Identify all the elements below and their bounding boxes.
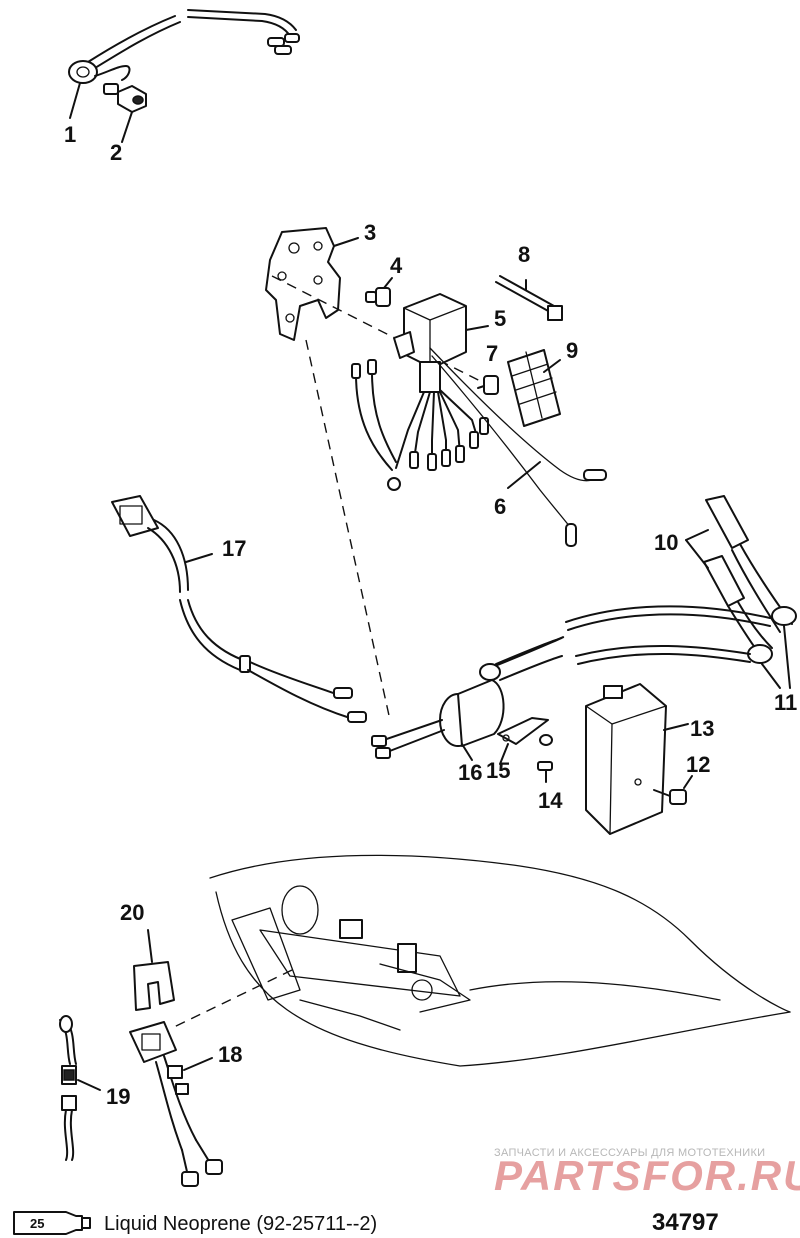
legend-tube-number: 25 <box>30 1216 44 1231</box>
callout-14: 14 <box>538 788 563 813</box>
coil-leads <box>489 605 771 681</box>
cover-part-13 <box>585 683 689 835</box>
mounting-bracket-part-3 <box>265 227 359 341</box>
figure-id: 34797 <box>652 1209 719 1236</box>
watermark-tagline: ЗАПЧАСТИ И АКСЕССУАРЫ ДЛЯ МОТОТЕХНИКИ <box>494 1147 765 1159</box>
callout-18: 18 <box>218 1042 242 1067</box>
clip-part-20 <box>133 929 175 1011</box>
terminal-block-part-9 <box>507 349 561 427</box>
bolt-alignment-line <box>271 275 499 391</box>
cable-tie-part-8 <box>495 275 563 321</box>
sender-switch-part-2 <box>103 83 147 143</box>
bracket-to-coil-line <box>305 339 391 721</box>
screw-part-14 <box>537 734 553 783</box>
callout-12: 12 <box>686 752 710 777</box>
bolt-part-4 <box>365 277 393 307</box>
callout-2: 2 <box>110 140 122 165</box>
callout-8: 8 <box>518 242 530 267</box>
callout-9: 9 <box>566 338 578 363</box>
harness-part-18 <box>129 1021 223 1187</box>
callout-1: 1 <box>64 122 76 147</box>
watermark-logo: PARTSFOR.RU <box>494 1152 800 1199</box>
screw-part-12 <box>653 775 693 805</box>
callout-16: 16 <box>458 760 482 785</box>
switch-box-part-5 <box>351 293 489 491</box>
lower-cowl <box>209 854 791 1067</box>
callout-5: 5 <box>494 306 506 331</box>
callout-6: 6 <box>494 494 506 519</box>
spark-plug-boots-part-10 <box>685 495 793 661</box>
ground-lead-part-6 <box>429 347 607 547</box>
lead-part-19 <box>59 1015 101 1161</box>
callout-20: 20 <box>120 900 144 925</box>
callout-10: 10 <box>654 530 678 555</box>
callout-19: 19 <box>106 1084 130 1109</box>
callout-15: 15 <box>486 758 510 783</box>
clip-part-15 <box>497 717 549 765</box>
legend-label: Liquid Neoprene (92-25711--2) <box>104 1213 377 1235</box>
cowl-to-fitting-line <box>171 969 293 1029</box>
callout-7: 7 <box>486 341 498 366</box>
liquid-neoprene-tube-icon <box>13 1211 91 1235</box>
callout-3: 3 <box>364 220 376 245</box>
screw-part-7 <box>477 375 499 395</box>
sender-harness-part-1 <box>68 9 300 119</box>
ignition-coil-part-16 <box>371 663 505 761</box>
callout-11: 11 <box>774 690 797 715</box>
callout-4: 4 <box>390 253 403 278</box>
callout-17: 17 <box>222 536 246 561</box>
grommets-part-11 <box>747 606 797 689</box>
callout-13: 13 <box>690 716 714 741</box>
harness-part-17 <box>111 495 367 723</box>
